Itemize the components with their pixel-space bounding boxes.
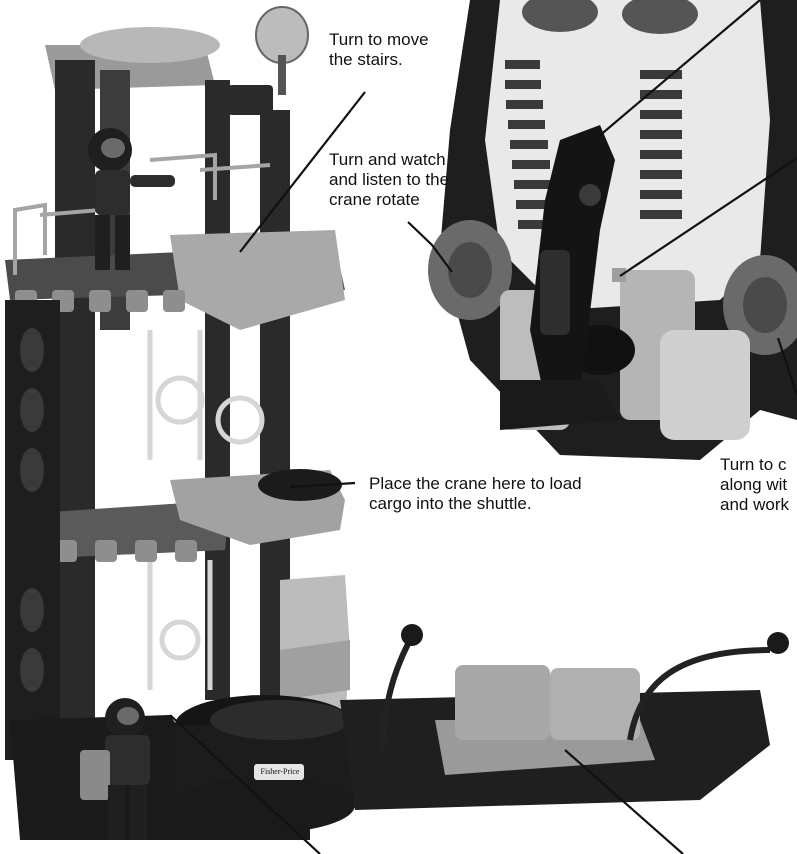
callout-crane-rotate-line1: Turn and watch [329, 150, 446, 169]
astronaut-figure-bottom [80, 698, 150, 840]
callout-shuttle-right: Turn to c along wit and work [720, 455, 797, 515]
callout-crane-rotate-line2: and listen to the [329, 170, 450, 189]
callout-crane-rotate-line3: crane rotate [329, 190, 420, 209]
callout-crane-load: Place the crane here to load cargo into … [369, 474, 582, 514]
fisher-price-logo: Fisher-Price [260, 767, 300, 776]
base-platform [10, 624, 789, 840]
callout-stairs-line1: Turn to move [329, 30, 429, 49]
launch-tower [5, 6, 350, 760]
callout-stairs-line2: the stairs. [329, 50, 403, 69]
callout-stairs: Turn to move the stairs. [329, 30, 429, 70]
callout-crane-rotate: Turn and watch and listen to the crane r… [329, 150, 449, 210]
callout-crane-load-line1: Place the crane here to load [369, 474, 582, 493]
astronaut-figure-top [88, 128, 175, 270]
callout-crane-load-line2: cargo into the shuttle. [369, 494, 532, 513]
callout-shuttle-right-line1: Turn to c [720, 455, 787, 474]
callout-shuttle-right-line2: along wit [720, 475, 788, 494]
leader-lines [169, 0, 797, 854]
callout-shuttle-right-line3: and work [720, 495, 789, 514]
shuttle [428, 0, 797, 460]
